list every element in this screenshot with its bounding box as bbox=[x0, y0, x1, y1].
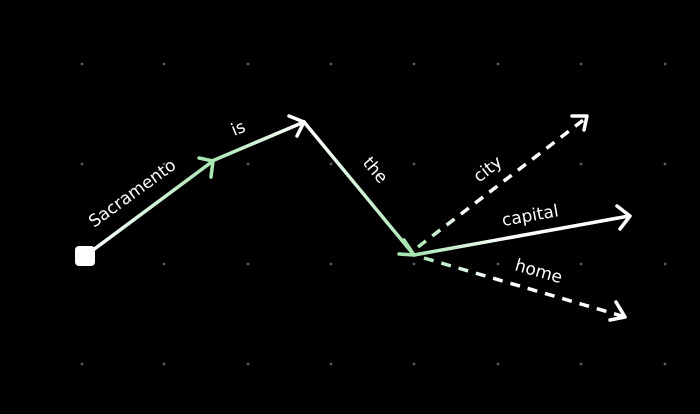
grid-dot bbox=[80, 162, 84, 166]
grid-dot bbox=[412, 362, 416, 366]
grid-dot bbox=[246, 162, 250, 166]
grid-dot bbox=[412, 62, 416, 66]
grid-dot bbox=[579, 362, 583, 366]
arrow-is bbox=[210, 114, 306, 163]
grid-dot bbox=[663, 362, 667, 366]
grid-dot bbox=[496, 162, 500, 166]
arrowhead-capital bbox=[615, 204, 632, 231]
branch-label-capital: capital bbox=[500, 201, 560, 231]
arrow-home bbox=[423, 256, 627, 322]
grid-dot bbox=[246, 362, 250, 366]
grid-dot bbox=[579, 162, 583, 166]
grid-dot bbox=[663, 162, 667, 166]
grid-dot bbox=[579, 62, 583, 66]
arrowhead-home bbox=[608, 300, 627, 322]
token-label-is: is bbox=[228, 117, 248, 141]
grid-dot bbox=[162, 62, 166, 66]
grid-dots bbox=[80, 62, 667, 366]
grid-dot bbox=[579, 262, 583, 266]
grid-dot bbox=[496, 362, 500, 366]
grid-dot bbox=[412, 262, 416, 266]
grid-dot bbox=[162, 162, 166, 166]
branch-label-city: city bbox=[470, 152, 507, 187]
grid-dot bbox=[329, 262, 333, 266]
grid-dot bbox=[162, 362, 166, 366]
arrow-capital bbox=[412, 204, 632, 257]
grid-dot bbox=[329, 62, 333, 66]
grid-dot bbox=[329, 362, 333, 366]
grid-dot bbox=[80, 62, 84, 66]
arrow-the bbox=[302, 120, 416, 257]
token-label-the: the bbox=[358, 153, 391, 187]
grid-dot bbox=[80, 362, 84, 366]
grid-dot bbox=[496, 262, 500, 266]
grid-dot bbox=[329, 162, 333, 166]
grid-dot bbox=[162, 262, 166, 266]
grid-dot bbox=[663, 262, 667, 266]
grid-dot bbox=[246, 62, 250, 66]
branch-label-home: home bbox=[513, 256, 565, 289]
grid-dot bbox=[246, 262, 250, 266]
grid-dot bbox=[496, 62, 500, 66]
grid-dot bbox=[663, 62, 667, 66]
arrow-city bbox=[416, 114, 589, 249]
arrowhead-city bbox=[570, 114, 589, 132]
grid-dot bbox=[412, 162, 416, 166]
